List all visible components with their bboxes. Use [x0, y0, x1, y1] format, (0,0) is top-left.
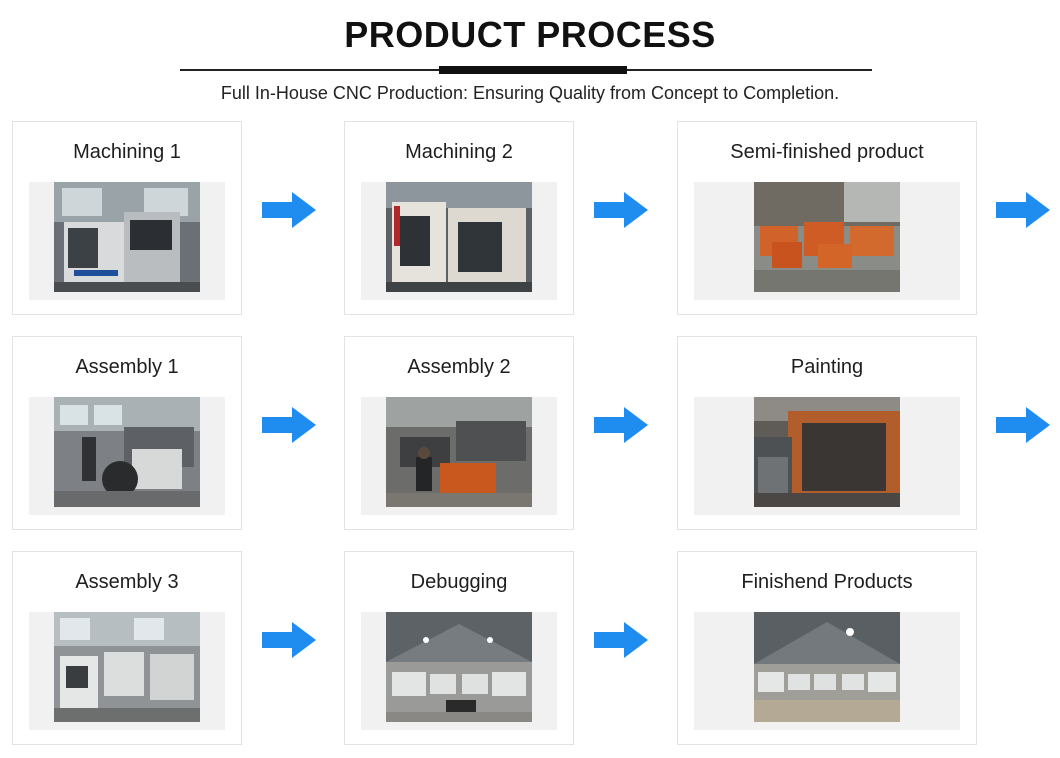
- arrow-right-icon: [594, 192, 648, 228]
- assembly-photo: [386, 397, 532, 507]
- process-card-machining-1: Machining 1: [12, 121, 242, 315]
- process-card-semi-finished: Semi-finished product: [677, 121, 977, 315]
- step-label: Finishend Products: [741, 571, 913, 593]
- process-card-painting: Painting: [677, 336, 977, 530]
- machining-photo: [54, 182, 200, 292]
- step-label: Assembly 3: [75, 571, 179, 593]
- title-divider-accent: [439, 66, 627, 74]
- process-card-finished-products: Finishend Products: [677, 551, 977, 745]
- semi-finished-photo: [754, 182, 900, 292]
- process-card-assembly-3: Assembly 3: [12, 551, 242, 745]
- arrow-right-icon: [996, 192, 1050, 228]
- step-label: Assembly 2: [407, 356, 511, 378]
- arrow-right-icon: [262, 407, 316, 443]
- arrow-right-icon: [262, 622, 316, 658]
- step-label: Machining 2: [405, 141, 513, 163]
- process-card-assembly-2: Assembly 2: [344, 336, 574, 530]
- arrow-right-icon: [262, 192, 316, 228]
- debugging-photo: [386, 612, 532, 722]
- arrow-right-icon: [996, 407, 1050, 443]
- process-card-debugging: Debugging: [344, 551, 574, 745]
- step-label: Semi-finished product: [730, 141, 924, 163]
- painting-photo: [754, 397, 900, 507]
- finished-products-photo: [754, 612, 900, 722]
- page-subtitle: Full In-House CNC Production: Ensuring Q…: [220, 83, 840, 103]
- step-label: Debugging: [410, 571, 508, 593]
- arrow-right-icon: [594, 407, 648, 443]
- process-card-machining-2: Machining 2: [344, 121, 574, 315]
- step-label: Assembly 1: [75, 356, 179, 378]
- page-title: PRODUCT PROCESS: [344, 14, 716, 55]
- assembly-photo: [54, 612, 200, 722]
- assembly-photo: [54, 397, 200, 507]
- step-label: Painting: [790, 356, 864, 378]
- step-label: Machining 1: [73, 141, 181, 163]
- arrow-right-icon: [594, 622, 648, 658]
- process-card-assembly-1: Assembly 1: [12, 336, 242, 530]
- machining-photo: [386, 182, 532, 292]
